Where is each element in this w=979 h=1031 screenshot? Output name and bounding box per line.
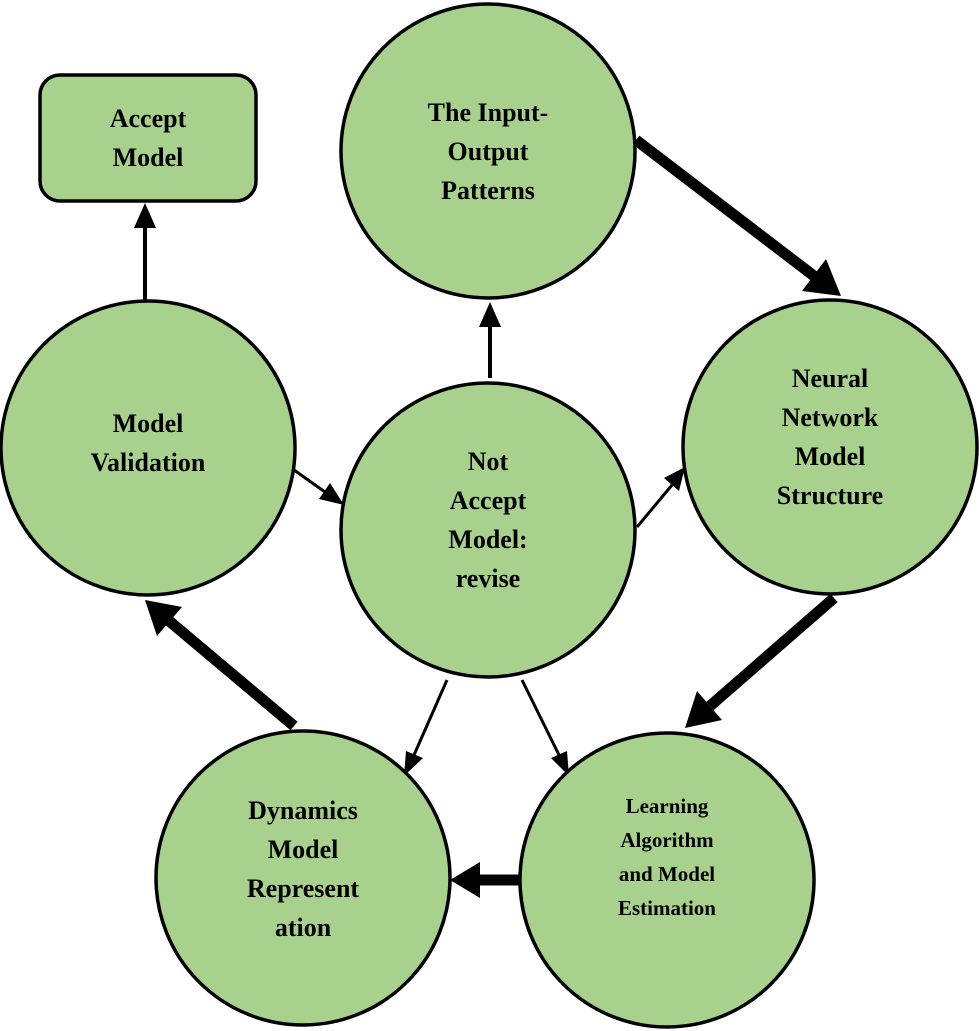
not-accept-model-circle xyxy=(339,381,637,679)
arrowhead-revise-to-patterns xyxy=(479,302,501,327)
arrowhead-revise-to-structure xyxy=(664,467,685,491)
arrowhead-validation-to-revise xyxy=(319,483,344,505)
edge-structure-to-learning xyxy=(706,593,838,711)
edge-revise-to-structure xyxy=(635,484,674,528)
input-output-patterns-label: The Input- Output Patterns xyxy=(427,97,549,205)
neural-network-structure-label: Neural Network Model Structure xyxy=(776,364,884,510)
edge-validation-to-revise xyxy=(293,468,326,494)
edge-revise-to-learning xyxy=(520,679,561,756)
learning-algorithm-label: Learning Algorithm and Model Estimation xyxy=(617,794,716,920)
input-output-patterns-circle xyxy=(339,2,637,300)
arrowhead-patterns-to-structure xyxy=(802,259,841,296)
arrowhead-revise-to-learning xyxy=(551,751,569,776)
accept-model-label: Accept Model xyxy=(109,104,187,172)
not-accept-model-label: Not Accept Model: revise xyxy=(448,447,528,593)
arrowhead-validation-to-accept xyxy=(134,203,156,228)
arrowhead-dynamics-to-validation xyxy=(145,600,182,636)
dynamics-model-representation-circle xyxy=(154,729,452,1027)
dynamics-model-representation-label: Dynamics Model Represent ation xyxy=(246,796,360,942)
accept-model-box xyxy=(38,73,258,203)
arrowhead-learning-to-dynamics xyxy=(450,862,480,898)
edge-dynamics-to-validation xyxy=(164,615,298,731)
edge-patterns-to-structure xyxy=(632,135,818,281)
neural-network-structure-circle xyxy=(681,298,979,596)
arrowhead-revise-to-dynamics xyxy=(404,751,423,776)
arrowhead-structure-to-learning xyxy=(685,691,722,728)
edge-layer xyxy=(134,135,841,898)
model-validation-label: Model Validation xyxy=(90,409,206,477)
learning-algorithm-circle xyxy=(518,731,816,1029)
model-validation-circle xyxy=(0,299,297,597)
edge-revise-to-dynamics xyxy=(412,679,449,756)
